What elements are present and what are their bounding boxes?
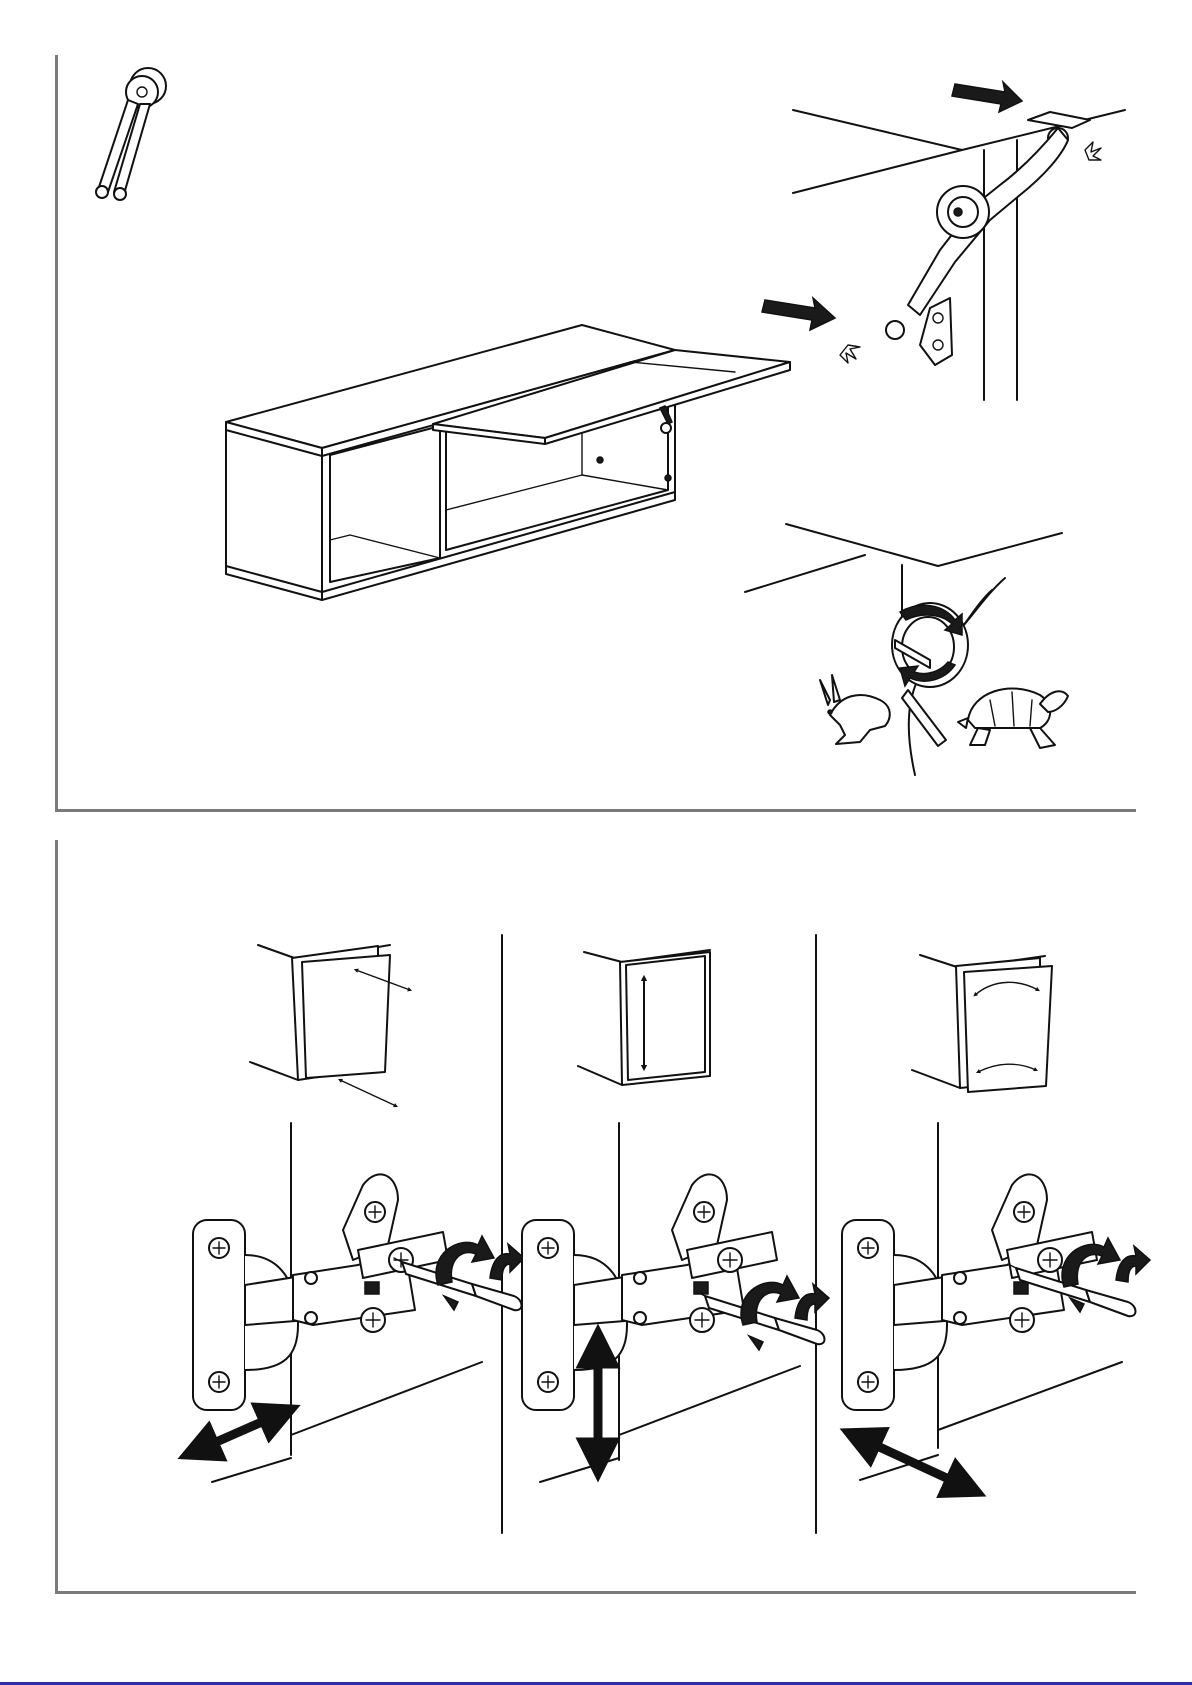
double-arrow-icon: [860, 1438, 966, 1487]
lift-stay-part-icon: [96, 68, 166, 200]
tortoise-icon: [958, 688, 1068, 748]
hinge-icon: [193, 1123, 482, 1482]
double-arrow-icon: [198, 1414, 280, 1450]
door-rotate-icon: [912, 955, 1052, 1092]
speed-adjust-icon: [745, 524, 1062, 775]
door-vertical-icon: [578, 950, 710, 1085]
wall-cabinet-icon: [226, 325, 790, 600]
hare-icon: [820, 675, 890, 744]
lift-stay-mount-icon: [793, 110, 1125, 400]
door-tilt-icon: [250, 945, 410, 1106]
